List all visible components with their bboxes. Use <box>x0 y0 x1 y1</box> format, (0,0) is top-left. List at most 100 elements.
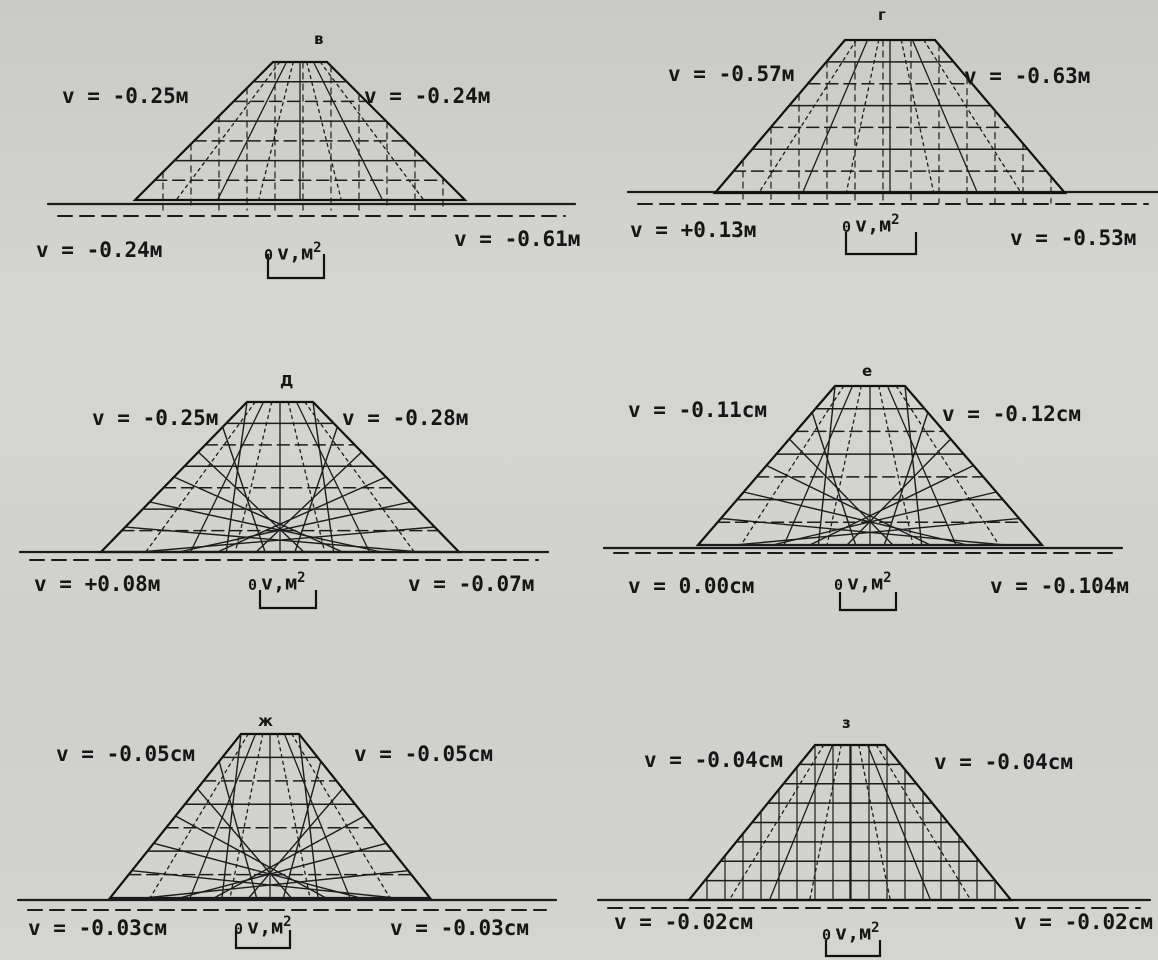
panel-e-diagonal-line <box>883 411 929 546</box>
panel-z-scale-label: v,м <box>835 920 872 945</box>
panel-e-fan-line <box>878 385 914 546</box>
panel-e-bottom-left-label: v = 0.00см <box>628 574 755 598</box>
panel-g-fan-line <box>758 39 857 194</box>
panel-zh-diagonal-line <box>282 760 322 899</box>
panel-zh-fan-line <box>229 733 264 899</box>
panel-z-scale-zero: 0 <box>822 925 832 944</box>
panel-z-fan-line <box>809 744 842 901</box>
panel-g-dam-outline <box>712 38 1068 195</box>
panel-v-tag: в <box>314 30 324 48</box>
panel-d-diagonal-line <box>255 451 363 553</box>
panel-z-bottom-right-label: v = -0.02см <box>1014 910 1154 934</box>
panel-v-scale-exp: 2 <box>313 240 322 256</box>
panel-d-diagonal-line <box>177 501 412 553</box>
panel-z-top-right-label: v = -0.04см <box>934 750 1074 774</box>
panel-g-fan-line <box>911 39 979 194</box>
panel-g-fan-line <box>845 39 880 194</box>
panel-d-fan-line <box>189 401 265 553</box>
panel-d-fan-line <box>234 401 273 553</box>
panel-d-diagonal-line <box>312 401 335 553</box>
panel-d-diagonal-line <box>216 476 387 553</box>
panel-g-bottom-left-label: v = +0.13м <box>630 218 757 242</box>
panel-d-scale-zero: 0 <box>248 575 258 594</box>
panel-e-diagonal-line <box>811 411 857 546</box>
panel-e-bottom-right-label: v = -0.104м <box>990 574 1130 598</box>
panel-g-fan-line <box>923 39 1022 194</box>
panel-zh-top-right-label: v = -0.05см <box>354 742 494 766</box>
panel-v-top-left-label: v = -0.25м <box>62 84 189 108</box>
panel-e-diagonal-line <box>734 517 1020 546</box>
panel-e-tag: е <box>862 362 873 380</box>
panel-e-diagonal-line <box>720 517 1006 546</box>
panel-e-fan-line <box>783 385 854 546</box>
panel-g-fan-line <box>801 39 869 194</box>
panel-zh-diagonal-line <box>131 869 397 899</box>
panel-e-diagonal-line <box>846 438 952 546</box>
panel-d-diagonal-line <box>197 451 305 553</box>
panel-d-scale-label: v,м <box>261 570 298 595</box>
panel-e-fan-line <box>740 385 845 546</box>
panel-v-top-right-label: v = -0.24м <box>364 84 491 108</box>
panel-d-fan-line <box>145 401 256 553</box>
panel-z-top-left-label: v = -0.04см <box>644 748 784 772</box>
panel-d-fan-line <box>295 401 371 553</box>
panel-z-dam-outline <box>686 743 1014 902</box>
panel-g-bottom-right-label: v = -0.53м <box>1010 226 1137 250</box>
panel-zh-fan-line <box>189 733 257 899</box>
panel-d-diagonal-line <box>225 401 248 553</box>
panel-d-diagonal-line <box>294 426 339 553</box>
panel-d-scale-exp: 2 <box>297 570 306 586</box>
panel-zh-diagonal-line <box>213 815 366 899</box>
panel-z-fan-line <box>858 744 891 901</box>
panel-d-top-right-label: v = -0.28м <box>342 406 469 430</box>
panel-g-scale-exp: 2 <box>891 212 900 228</box>
panel-zh-diagonal-line <box>247 787 344 899</box>
panel-zh-bottom-right-label: v = -0.03см <box>390 916 530 940</box>
panel-g-top-right-label: v = -0.63м <box>964 64 1091 88</box>
panel-d-bottom-right-label: v = -0.07м <box>408 572 535 596</box>
panel-e-diagonal-line <box>742 491 969 546</box>
panel-z-fan-line <box>728 744 825 901</box>
panel-v-dam-outline <box>132 60 468 202</box>
panel-zh-bottom-left-label: v = -0.03см <box>28 916 168 940</box>
panel-d-diagonal-line <box>221 426 266 553</box>
panel-e-diagonal-line <box>765 464 931 546</box>
panel-d-tag: Д <box>280 372 294 390</box>
panel-v-scale-label: v,м <box>277 240 314 265</box>
panel-e-diagonal-line <box>788 438 894 546</box>
panel-d-fan-line <box>304 401 415 553</box>
panel-g-fan-line <box>900 39 935 194</box>
panel-z-bottom-left-label: v = -0.02см <box>614 910 754 934</box>
panel-d-diagonal-line <box>173 476 344 553</box>
panel-e-scale-exp: 2 <box>883 570 892 586</box>
panel-g-scale-bracket <box>844 232 918 256</box>
panel-zh-diagonal-line <box>178 842 388 899</box>
panel-z-fan-line <box>768 744 834 901</box>
panel-zh-diagonal-line <box>298 733 319 899</box>
panel-e-diagonal-line <box>817 385 836 546</box>
panel-d-diagonal-line <box>148 501 383 553</box>
panel-v-bottom-right-label: v = -0.61м <box>454 227 581 251</box>
panel-zh-scale-bracket <box>234 930 292 950</box>
panel-v-fan-line <box>258 61 294 201</box>
panel-e-top-left-label: v = -0.11см <box>628 398 768 422</box>
panel-e-scale-label: v,м <box>847 570 884 595</box>
panel-v-fan-line <box>319 61 425 201</box>
panel-e-scale-zero: 0 <box>834 575 844 594</box>
panel-zh-scale-label: v,м <box>247 914 284 939</box>
panel-zh-fan-line <box>276 733 311 899</box>
panel-e-fan-line <box>886 385 957 546</box>
panel-z-fan-line <box>866 744 932 901</box>
panel-zh-diagonal-line <box>143 869 409 899</box>
panel-zh-diagonal-line <box>218 760 258 899</box>
panel-z-scale-exp: 2 <box>871 920 880 936</box>
panel-zh-scale-zero: 0 <box>234 919 244 938</box>
panel-zh-diagonal-line <box>221 733 242 899</box>
panel-g-scale-label: v,м <box>855 212 892 237</box>
panel-e-diagonal-line <box>771 491 998 546</box>
